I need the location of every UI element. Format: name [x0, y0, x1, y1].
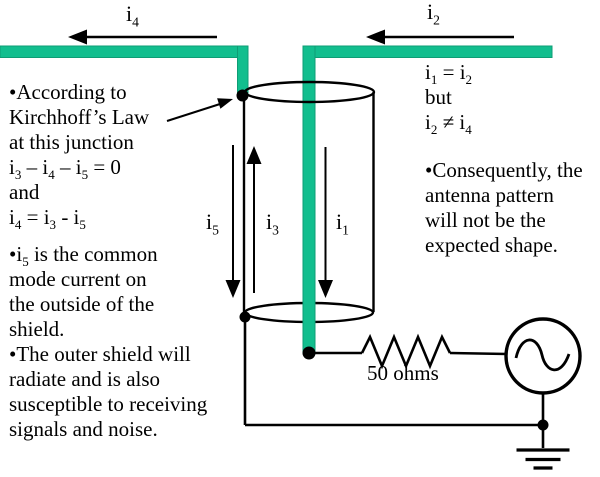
junction-dot-conductor-end — [302, 346, 316, 360]
label-i2: i2 — [427, 0, 440, 28]
antenna-left-stub — [237, 45, 249, 97]
label-i1: i1 — [336, 209, 349, 238]
junction-pointer-line — [166, 103, 221, 122]
text-line: at this junction — [9, 130, 134, 154]
junction-dot-shield-bottom — [239, 311, 251, 323]
text-line: •According to — [9, 80, 127, 104]
label-i3: i3 — [266, 209, 279, 238]
wire-resistor-to-source — [449, 351, 508, 356]
text-line: i1 = i2 — [425, 60, 473, 88]
resistor-zigzag — [360, 333, 452, 370]
text-line: signals and noise. — [9, 417, 158, 441]
current-i4-arrowhead-left — [68, 29, 87, 45]
ac-sine-wave-icon — [514, 338, 571, 372]
text-line: susceptible to receiving — [9, 392, 208, 416]
text-line: and — [9, 180, 40, 204]
label-i5: i5 — [206, 209, 219, 238]
current-i3-arrowhead-up — [246, 146, 262, 164]
antenna-left-element — [0, 45, 249, 58]
label-i4: i4 — [126, 1, 139, 30]
text-line: i2 ≠ i4 — [425, 110, 472, 138]
junction-dot-top — [236, 89, 249, 102]
current-i5-arrowhead-down — [225, 280, 241, 298]
text-line: mode current on — [9, 267, 147, 291]
text-line: i3 – i4 – i5 = 0 — [9, 155, 121, 183]
text-line: shield. — [9, 317, 65, 341]
text-line: •i5 is the common — [9, 242, 158, 270]
text-line: •Consequently, the — [425, 158, 583, 182]
current-i1-arrowhead-down — [318, 280, 333, 298]
text-line: expected shape. — [425, 233, 558, 257]
text-line: antenna pattern — [425, 183, 554, 207]
text-line: •The outer shield will — [9, 342, 191, 366]
current-i2-arrowhead-left — [366, 29, 385, 45]
center-conductor — [302, 45, 316, 354]
text-line: will not be the — [425, 208, 546, 232]
text-line: i4 = i3 - i5 — [9, 205, 86, 233]
antenna-right-element — [302, 45, 553, 58]
text-line: the outside of the — [9, 292, 155, 316]
junction-dot-ground — [537, 419, 549, 431]
label-resistor-value: 50 ohms — [367, 361, 439, 385]
text-line: but — [425, 85, 452, 109]
text-line: Kirchhoff’s Law — [9, 105, 150, 129]
text-line: radiate and is also — [9, 367, 161, 391]
junction-pointer-arrowhead — [217, 98, 233, 109]
